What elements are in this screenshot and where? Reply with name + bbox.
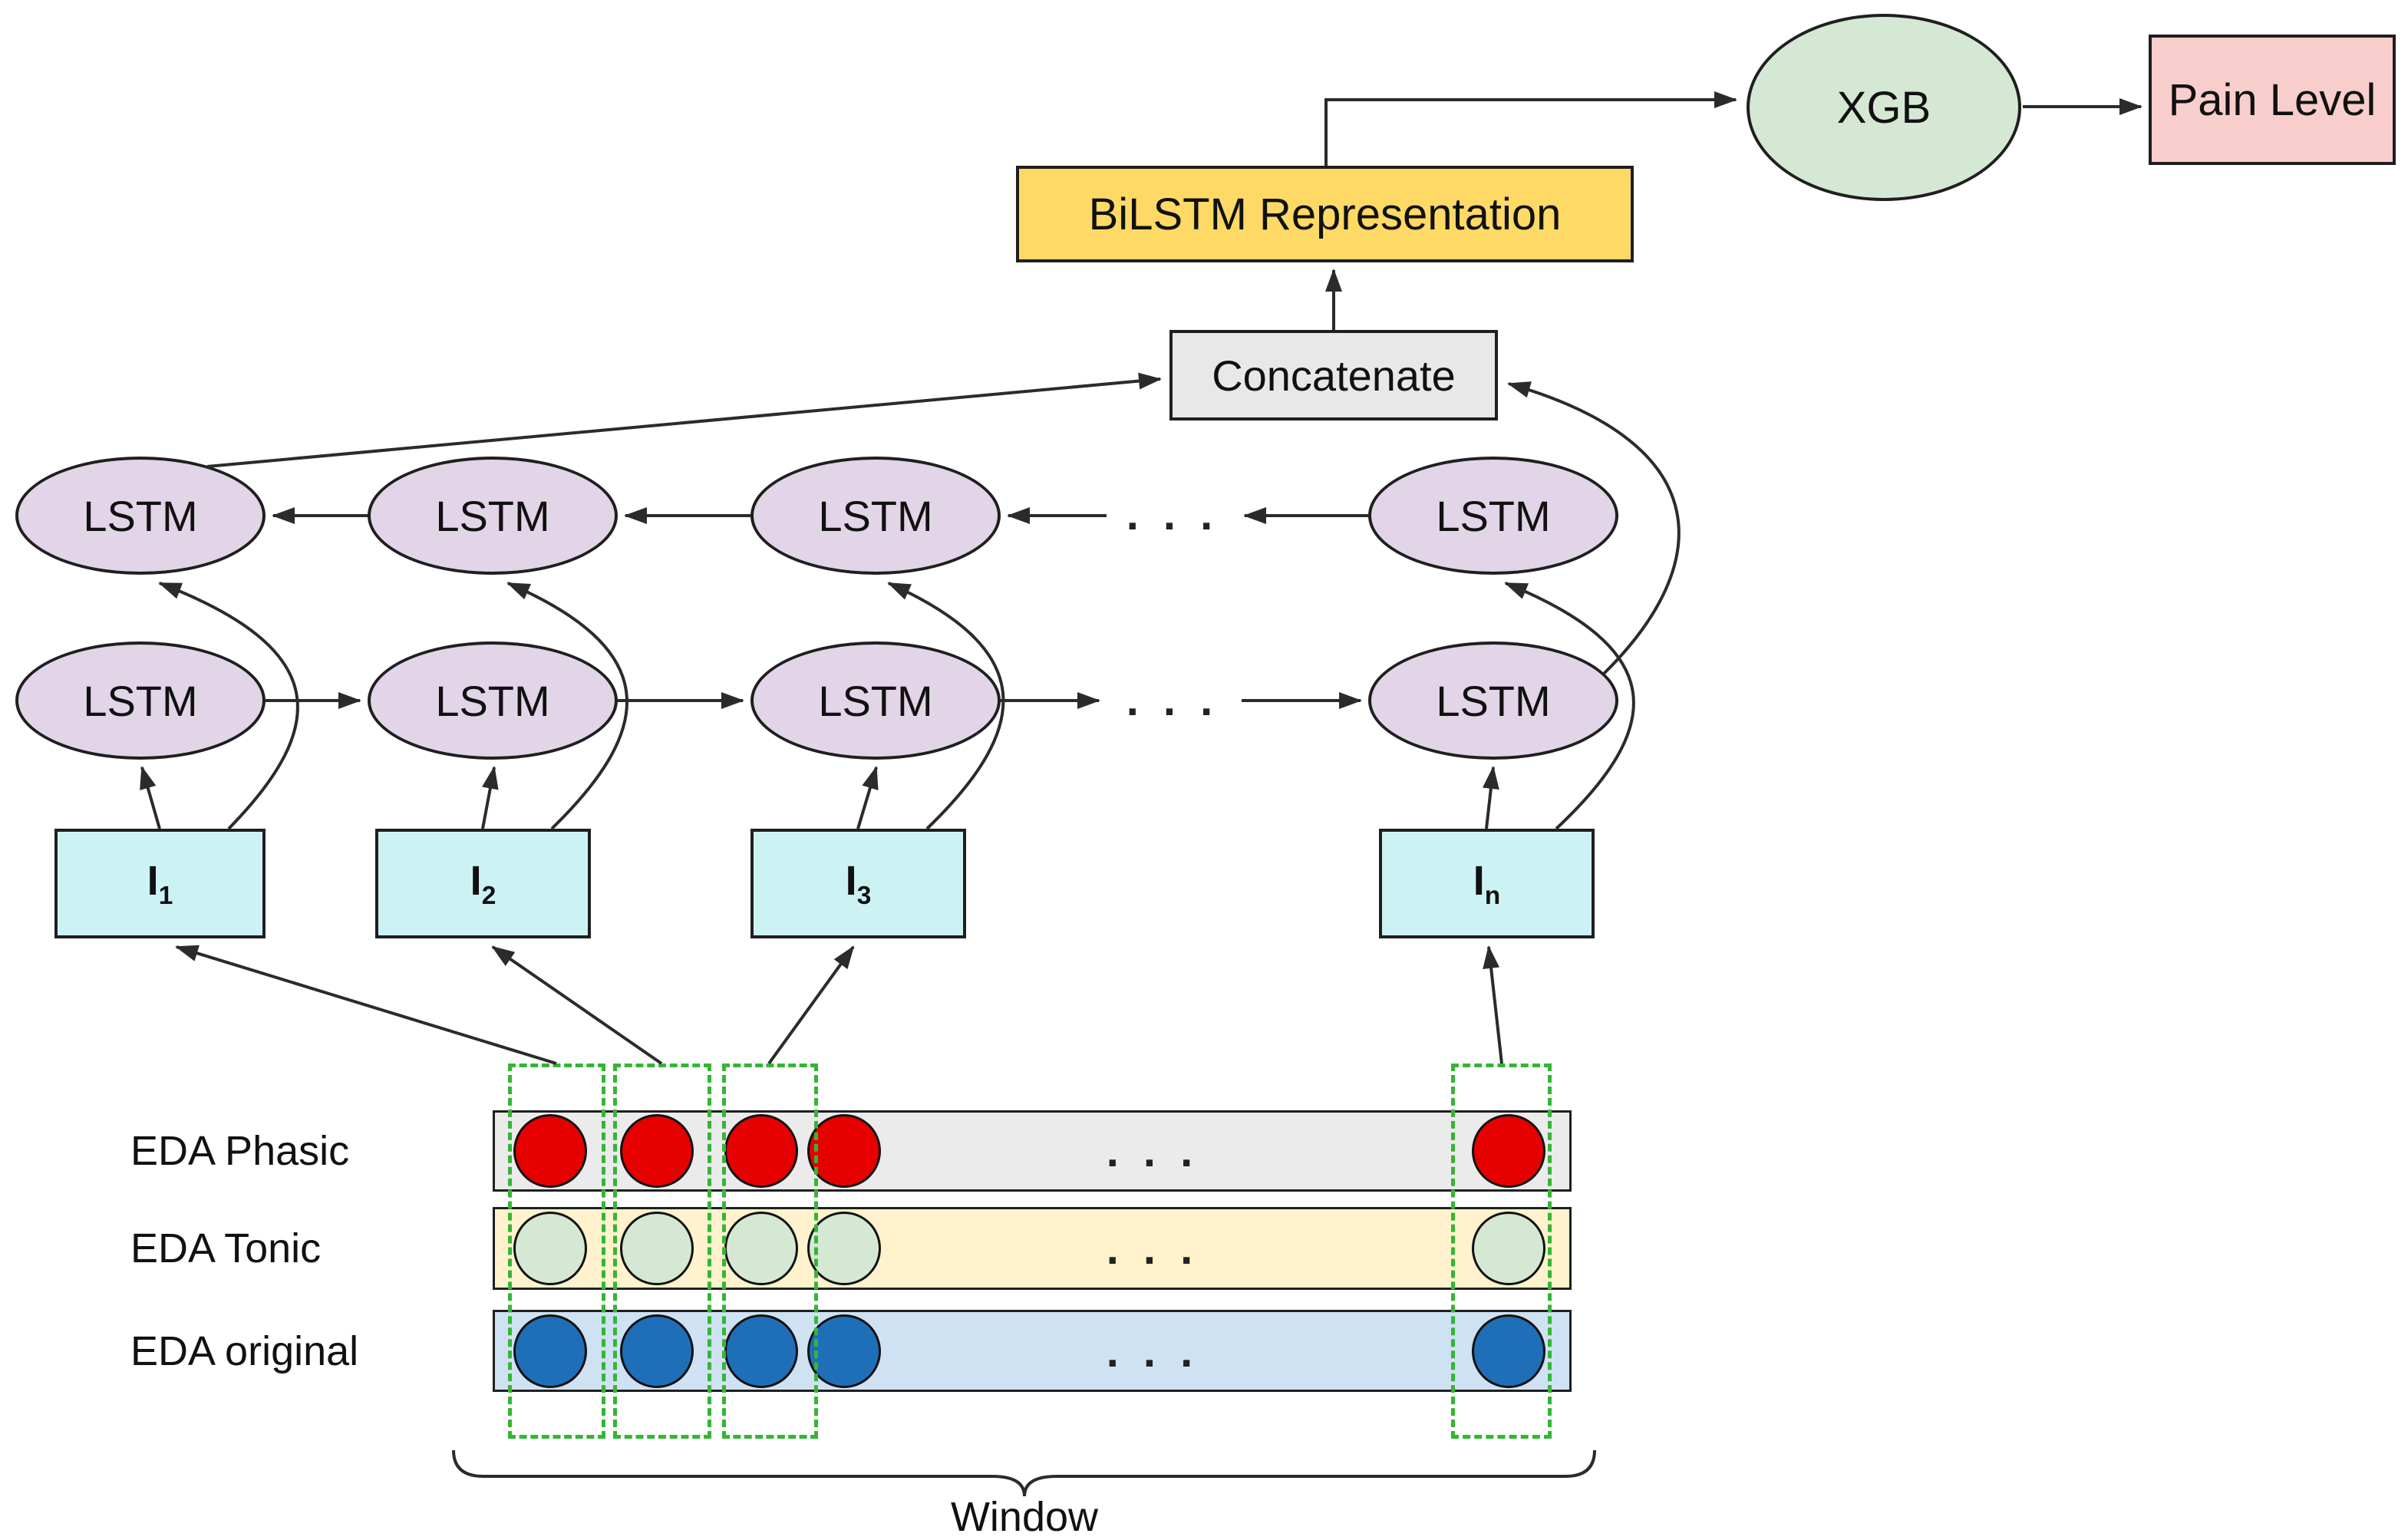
input-label-base: I <box>147 857 159 904</box>
concatenate-label: Concatenate <box>1212 351 1456 400</box>
phasic-sample-dot-n <box>1472 1114 1545 1188</box>
original-sample-dot-1 <box>513 1314 587 1388</box>
arrow-input-1-to-forward-lstm <box>140 766 161 829</box>
tonic-sample-dot-3 <box>724 1212 798 1285</box>
pain-level-node: Pain Level <box>2149 35 2396 165</box>
input-box-1: I1 <box>54 829 266 938</box>
arrow-input-3-to-forward-lstm <box>856 766 879 829</box>
window-label: Window <box>950 1494 1099 1540</box>
tonic-sample-dot-n <box>1472 1212 1545 1285</box>
input-box-3: I3 <box>750 829 966 938</box>
arrow-input-n-to-forward-lstm <box>1482 766 1499 829</box>
window-column-3 <box>722 1063 818 1439</box>
input-label-base: I <box>1473 857 1485 904</box>
arrow-window-2-to-input-2 <box>491 945 663 1065</box>
arrow-input-2-to-forward-lstm <box>481 766 499 829</box>
lstm-forward-n: LSTM <box>1368 641 1618 760</box>
lstm-label: LSTM <box>435 676 550 725</box>
lstm-label: LSTM <box>435 491 550 540</box>
xgb-label: XGB <box>1836 82 1931 133</box>
concatenate-node: Concatenate <box>1169 330 1498 420</box>
input-label-sub: 2 <box>481 881 496 910</box>
window-column-1 <box>508 1063 605 1439</box>
input-label-sub: n <box>1484 881 1501 910</box>
window-brace <box>452 1449 1596 1497</box>
input-label-base: I <box>470 857 482 904</box>
lstm-label: LSTM <box>83 676 198 725</box>
lstm-backward-n: LSTM <box>1368 457 1618 575</box>
input-label-1: I1 <box>147 857 173 911</box>
window-column-2 <box>613 1063 711 1439</box>
eda-phasic-label: EDA Phasic <box>130 1128 350 1174</box>
phasic-sample-dot-1 <box>513 1114 587 1188</box>
arrow-backward-final-to-concatenate <box>206 372 1162 468</box>
original-sample-dot-n <box>1472 1314 1545 1388</box>
arrow-bilstm-to-xgb <box>1324 91 1737 166</box>
phasic-sample-dot-3 <box>724 1114 798 1188</box>
input-box-n: In <box>1379 829 1595 938</box>
arrow-window-3-to-input-3 <box>767 945 855 1065</box>
input-label-3: I3 <box>846 857 872 911</box>
input-label-sub: 1 <box>158 881 173 910</box>
eda-original-label: EDA original <box>130 1328 359 1374</box>
window-column-n <box>1451 1063 1552 1439</box>
lstm-forward-1: LSTM <box>15 641 266 760</box>
tonic-sample-dot-4 <box>807 1212 881 1285</box>
phasic-sample-dot-2 <box>620 1114 694 1188</box>
input-label-sub: 3 <box>856 881 872 910</box>
bilstm-representation-label: BiLSTM Representation <box>1088 189 1562 239</box>
lstm-label: LSTM <box>1436 676 1551 725</box>
lstm-backward-1: LSTM <box>15 457 266 575</box>
input-label-n: In <box>1473 857 1500 911</box>
lstm-forward-3: LSTM <box>750 641 1001 760</box>
lstm-backward-2: LSTM <box>368 457 618 575</box>
original-sample-dot-4 <box>807 1314 881 1388</box>
input-label-2: I2 <box>470 857 496 911</box>
tonic-sample-dot-1 <box>513 1212 587 1285</box>
xgb-node: XGB <box>1747 14 2021 201</box>
bilstm-representation-node: BiLSTM Representation <box>1016 166 1634 262</box>
lstm-label: LSTM <box>818 491 933 540</box>
ellipsis-original: . . . <box>1106 1326 1199 1377</box>
ellipsis-tonic: . . . <box>1106 1223 1199 1274</box>
original-sample-dot-2 <box>620 1314 694 1388</box>
pain-level-label: Pain Level <box>2168 74 2377 125</box>
input-label-base: I <box>845 857 857 904</box>
ellipsis-phasic: . . . <box>1106 1126 1199 1176</box>
lstm-backward-3: LSTM <box>750 457 1001 575</box>
lstm-forward-2: LSTM <box>368 641 618 760</box>
eda-tonic-label: EDA Tonic <box>130 1225 322 1271</box>
ellipsis-forward-row: . . . <box>1126 674 1219 725</box>
lstm-label: LSTM <box>1436 491 1551 540</box>
arrow-window-n-to-input-n <box>1483 945 1503 1064</box>
ellipsis-backward-row: . . . <box>1126 489 1219 539</box>
tonic-sample-dot-2 <box>620 1212 694 1285</box>
phasic-sample-dot-4 <box>807 1114 881 1188</box>
lstm-label: LSTM <box>818 676 933 725</box>
arrow-window-1-to-input-1 <box>175 945 557 1065</box>
input-box-2: I2 <box>375 829 591 938</box>
lstm-label: LSTM <box>83 491 198 540</box>
